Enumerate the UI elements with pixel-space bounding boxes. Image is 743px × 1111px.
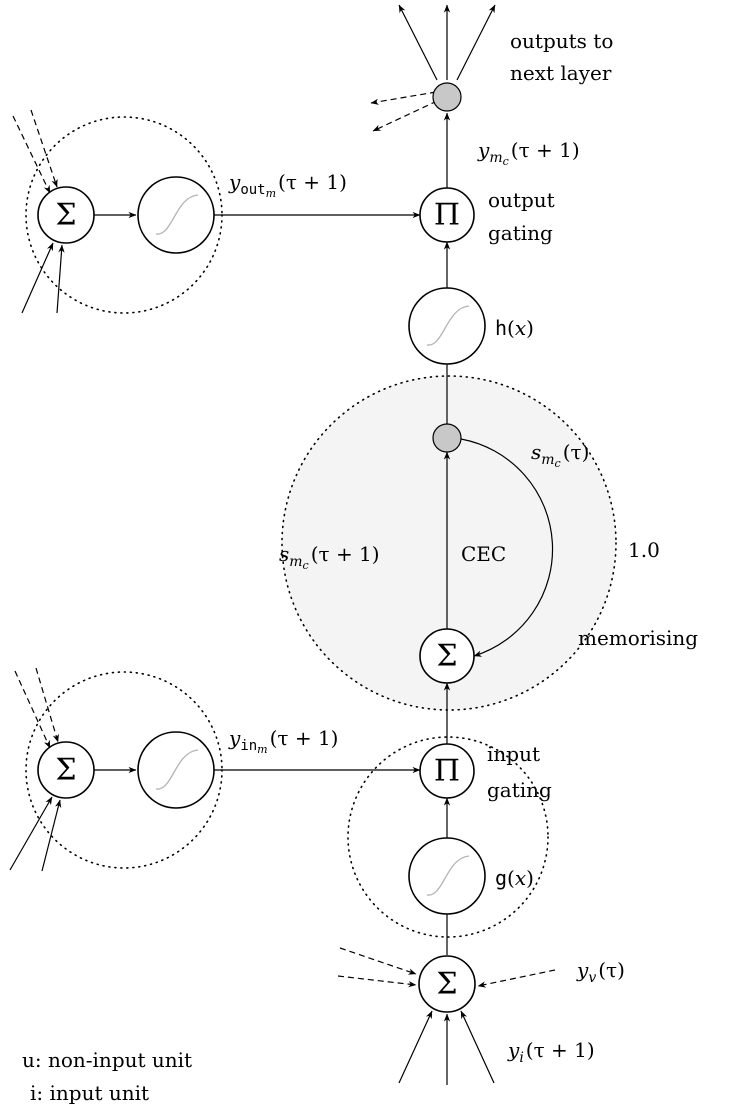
- input-gate-sum-node: Σ: [37, 741, 95, 799]
- out-gate-external-input-b: [56, 244, 65, 314]
- output-gating-label-line2: gating: [488, 221, 553, 245]
- in-gate-recurrent-input-b: [35, 667, 59, 743]
- legend-input-unit: i: input unit: [30, 1081, 149, 1105]
- sum-symbol: Σ: [436, 967, 457, 1002]
- output-gate-sigmoid-node: [137, 176, 215, 254]
- input-gate-product-node: Π: [419, 743, 475, 799]
- y-mc-label: ymc(τ + 1): [477, 138, 580, 168]
- in-gate-recurrent-input-a: [14, 670, 51, 749]
- y-out-label: youtm(τ + 1): [228, 170, 347, 200]
- output-arrow-right: [456, 4, 496, 81]
- h-function-label: h(x): [495, 316, 534, 340]
- output-junction: [432, 82, 462, 112]
- output-gating-label-line1: output: [488, 188, 555, 212]
- cell-recurrent-input-a: [339, 947, 417, 975]
- recurrent-output-arrow-lower: [372, 100, 438, 132]
- sum-symbol: Σ: [55, 753, 76, 788]
- output-gate-sum-node: Σ: [37, 186, 95, 244]
- out-gate-recurrent-input-a: [12, 115, 51, 194]
- y-i-label: yi(τ + 1): [507, 1038, 595, 1066]
- output-gate-product-node: Π: [419, 187, 475, 243]
- out-gate-external-input-a: [21, 242, 54, 314]
- sum-symbol: Σ: [436, 639, 457, 674]
- self-weight-label: 1.0: [628, 538, 660, 562]
- s-mc-tau-label: smc(τ): [531, 440, 589, 470]
- outputs-label-line2: next layer: [510, 61, 612, 85]
- output-arrow-left: [398, 4, 438, 81]
- cell-input-unit-boundary: [347, 736, 549, 938]
- memorising-label: memorising: [578, 626, 698, 650]
- input-gating-label-line2: gating: [487, 778, 552, 802]
- out-gate-recurrent-input-b: [30, 109, 58, 188]
- cec-boundary: [281, 375, 617, 711]
- y-in-label: yinm(τ + 1): [228, 726, 338, 756]
- state-junction: [432, 423, 462, 453]
- g-function-label: g(x): [495, 866, 534, 890]
- sum-symbol: Σ: [55, 198, 76, 233]
- cell-input-sum-node: Σ: [418, 955, 476, 1013]
- cell-external-input-c: [460, 1010, 495, 1084]
- input-gating-label-line1: input: [487, 742, 540, 766]
- cec-region: [282, 376, 616, 710]
- cell-recurrent-input-b: [337, 975, 417, 988]
- product-symbol: Π: [434, 754, 460, 789]
- y-v-label: yv(τ): [576, 958, 625, 986]
- cec-self-loop: [460, 438, 554, 657]
- product-symbol: Π: [434, 198, 460, 233]
- g-squash-node: [408, 837, 486, 915]
- cell-external-input-a: [398, 1010, 433, 1084]
- s-mc-tau-plus-one-label: smc(τ + 1): [279, 542, 380, 572]
- legend-non-input-unit: u: non-input unit: [22, 1048, 192, 1072]
- h-squash-node: [408, 287, 486, 365]
- in-gate-external-input-b: [41, 799, 62, 872]
- recurrent-output-arrow-upper: [370, 91, 437, 105]
- input-gate-sigmoid-node: [137, 731, 215, 809]
- outputs-label-line1: outputs to: [510, 29, 613, 53]
- cec-label: CEC: [461, 542, 506, 566]
- in-gate-external-input-a: [9, 796, 53, 871]
- cell-recurrent-input-right: [477, 969, 556, 988]
- cec-sum-node: Σ: [419, 628, 475, 684]
